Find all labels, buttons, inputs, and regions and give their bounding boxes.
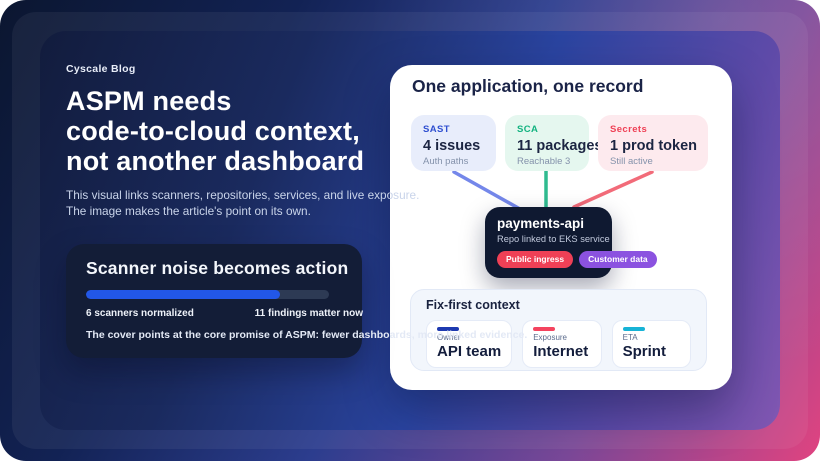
progress-bar-fill xyxy=(86,290,281,299)
fix-card-value: API team xyxy=(437,343,502,360)
badge-customer-data: Customer data xyxy=(579,251,657,268)
scanner-noise-title: Scanner noise becomes action xyxy=(86,258,349,278)
fix-card-eta: ETA Sprint xyxy=(611,320,692,368)
blog-eyebrow: Cyscale Blog xyxy=(66,63,136,75)
content-panel: One application, one record SAST 4 issue… xyxy=(40,31,780,430)
service-node-subtitle: Repo linked to EKS service xyxy=(497,234,610,244)
fix-card-label: ETA xyxy=(622,333,638,342)
hero-subtitle: This visual links scanners, repositories… xyxy=(66,188,420,219)
stat-scanners-normalized: 6 scanners normalized xyxy=(86,308,194,319)
progress-bar xyxy=(86,290,329,299)
scanner-chip-name: SCA xyxy=(517,124,539,135)
hero-subtitle-line: The image makes the article's point on i… xyxy=(66,203,311,218)
service-node-badges: Public ingress Customer data xyxy=(497,251,657,268)
application-record-card: One application, one record SAST 4 issue… xyxy=(390,65,732,390)
scanner-chip-detail: Reachable 3 xyxy=(517,156,571,167)
scanner-noise-stats: 6 scanners normalized 11 findings matter… xyxy=(86,308,363,320)
scanner-chip-name: SAST xyxy=(423,124,450,135)
page-title-line: code-to-cloud context, xyxy=(66,116,360,146)
page-title-line: not another dashboard xyxy=(66,146,365,176)
connector-line-sast xyxy=(452,170,522,211)
badge-public-ingress: Public ingress xyxy=(497,251,574,268)
fix-card-value: Sprint xyxy=(622,343,666,360)
scanner-chip-detail: Auth paths xyxy=(423,156,469,167)
service-node-title: payments-api xyxy=(497,216,585,231)
scanner-chip-sca: SCA 11 packages Reachable 3 xyxy=(505,115,603,171)
fix-card-value: Internet xyxy=(533,343,589,360)
page-title: ASPM needs code-to-cloud context, not an… xyxy=(66,86,396,176)
scanner-chip-value: 1 prod token xyxy=(610,138,698,154)
scanner-chips: SAST 4 issues Auth paths SCA 11 packages… xyxy=(411,115,708,171)
accent-bar xyxy=(533,327,556,331)
scanner-chip-name: Secrets xyxy=(610,124,648,135)
service-node: payments-api Repo linked to EKS service … xyxy=(485,207,657,278)
fix-first-cards: Owner API team Exposure Internet ETA Spr… xyxy=(426,320,692,368)
fix-first-panel: Fix-first context Owner API team Exposur… xyxy=(410,289,707,371)
scanner-chip-secrets: Secrets 1 prod token Still active xyxy=(598,115,708,171)
scanner-noise-note: The cover points at the core promise of … xyxy=(86,329,528,341)
fix-first-title: Fix-first context xyxy=(426,298,520,312)
fix-card-owner: Owner API team xyxy=(426,320,513,368)
fix-card-label: Owner xyxy=(437,333,461,342)
scanner-noise-card: Scanner noise becomes action 6 scanners … xyxy=(66,244,528,358)
accent-bar xyxy=(437,327,459,331)
hero-subtitle-line: This visual links scanners, repositories… xyxy=(66,188,420,202)
accent-bar xyxy=(622,327,645,331)
page-title-line: ASPM needs xyxy=(66,86,232,116)
connector-line-secrets xyxy=(572,170,654,209)
record-card-title: One application, one record xyxy=(412,76,644,96)
fix-card-exposure: Exposure Internet xyxy=(522,320,602,368)
scanner-chip-detail: Still active xyxy=(610,156,653,167)
scanner-chip-sast: SAST 4 issues Auth paths xyxy=(411,115,496,171)
fix-card-label: Exposure xyxy=(533,333,567,342)
hero-column: Cyscale Blog ASPM needs code-to-cloud co… xyxy=(66,63,528,358)
scanner-chip-value: 4 issues xyxy=(423,138,481,154)
scanner-chip-value: 11 packages xyxy=(517,138,603,154)
stat-findings-matter: 11 findings matter now xyxy=(254,308,363,319)
